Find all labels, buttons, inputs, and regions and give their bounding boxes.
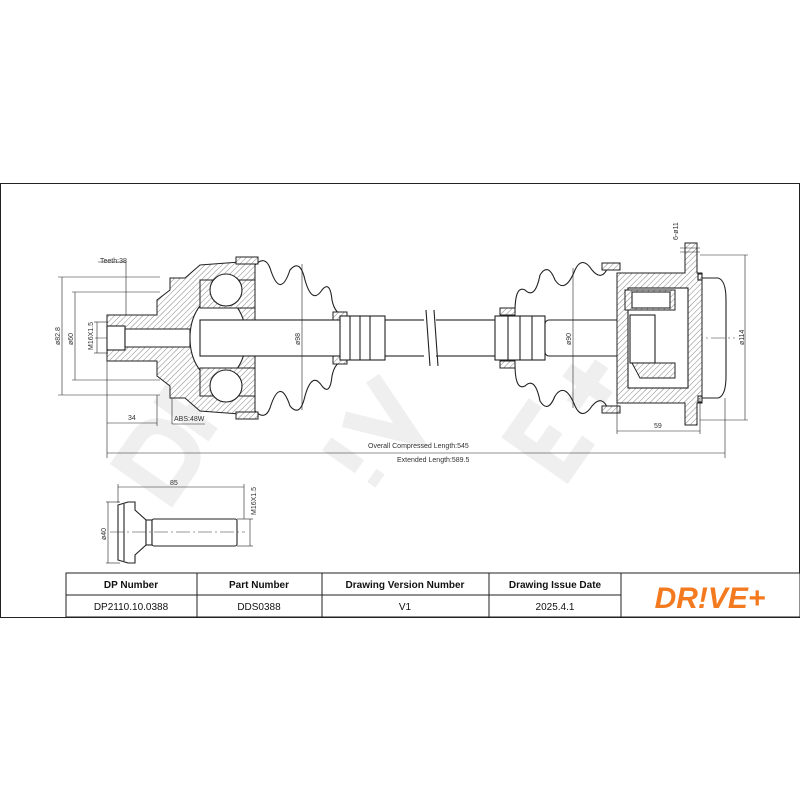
dia-82-8-label: ø82.8 (55, 327, 62, 345)
dia-114-label: ø114 (739, 329, 746, 345)
len-59-label: 59 (654, 423, 662, 430)
value-part-number: DDS0388 (237, 602, 281, 613)
bolt-dia-label: ø40 (101, 528, 108, 540)
header-dp-number: DP Number (104, 580, 158, 591)
value-dp-number: DP2110.10.0388 (94, 602, 169, 613)
value-version: V1 (399, 602, 412, 613)
thread-left-label: M16X1.5 (88, 322, 95, 350)
holes-label: 6-ø11 (673, 222, 680, 240)
len-34-label: 34 (128, 415, 136, 422)
outer-cv-joint (616, 242, 727, 426)
drive-shaft (199, 309, 676, 367)
header-part-number: Part Number (229, 580, 289, 591)
bolt: 85 M16X1.5 ø40 (101, 480, 258, 564)
abs-label: ABS:48W (174, 416, 205, 423)
teeth-label: Teeth:38 (100, 258, 127, 265)
value-issue-date: 2025.4.1 (536, 602, 575, 613)
dia-98-label: ø98 (295, 333, 302, 345)
bolt-thread-label: M16X1.5 (251, 487, 258, 515)
header-issue-date: Drawing Issue Date (509, 580, 602, 591)
overall-length-label: Overall Compressed Length:545 (368, 443, 469, 450)
dia-90-label: ø90 (566, 333, 573, 345)
drive-logo: DR!VE+ (655, 582, 766, 615)
title-block: DP Number Part Number Drawing Version Nu… (65, 572, 800, 618)
dimension-lines (58, 247, 748, 458)
extended-length-label: Extended Length:589.5 (397, 457, 470, 464)
dia-60-label: ø60 (68, 333, 75, 345)
header-version: Drawing Version Number (346, 580, 465, 591)
outer-boot (499, 261, 621, 415)
bolt-length-label: 85 (170, 480, 178, 487)
